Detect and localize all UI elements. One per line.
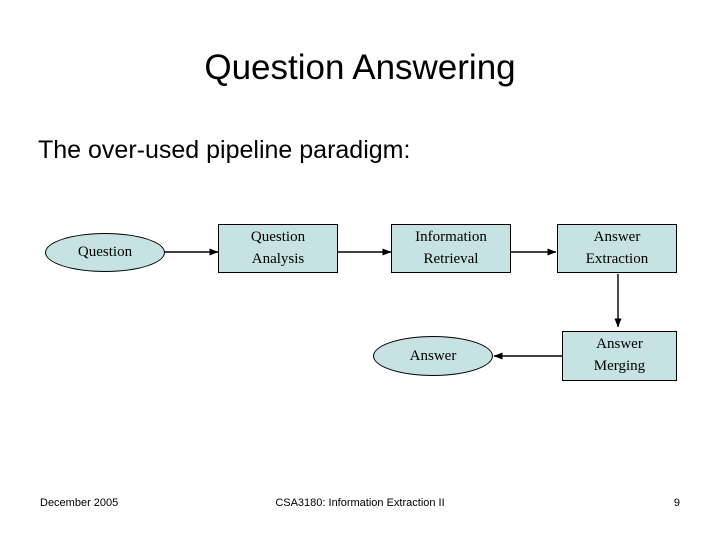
page-title: Question Answering — [204, 48, 516, 87]
node-information-retrieval[interactable]: Information Retrieval — [391, 224, 511, 273]
node-information-retrieval-line1: Information — [415, 228, 487, 245]
node-question[interactable]: Question — [45, 233, 165, 272]
node-answer-extraction-line2: Extraction — [585, 250, 649, 267]
node-question-analysis-line2: Analysis — [251, 250, 305, 267]
node-answer-merging[interactable]: Answer Merging — [562, 331, 677, 381]
footer-page-number: 9 — [673, 497, 680, 509]
footer-course: CSA3180: Information Extraction II — [275, 497, 445, 509]
node-answer[interactable]: Answer — [373, 336, 493, 376]
slide-subtitle: The over-used pipeline paradigm: — [38, 136, 411, 164]
node-question-analysis[interactable]: Question Analysis — [218, 224, 338, 273]
node-answer-merging-line1: Answer — [596, 336, 643, 353]
node-answer-extraction[interactable]: Answer Extraction — [557, 224, 677, 273]
node-question-label: Question — [77, 244, 133, 260]
node-answer-extraction-line1: Answer — [593, 228, 641, 245]
footer-date: December 2005 — [40, 497, 119, 509]
node-answer-label: Answer — [409, 347, 457, 364]
node-answer-merging-line2: Merging — [593, 358, 646, 374]
node-question-analysis-line1: Question — [250, 228, 306, 245]
node-information-retrieval-line2: Retrieval — [423, 250, 479, 267]
